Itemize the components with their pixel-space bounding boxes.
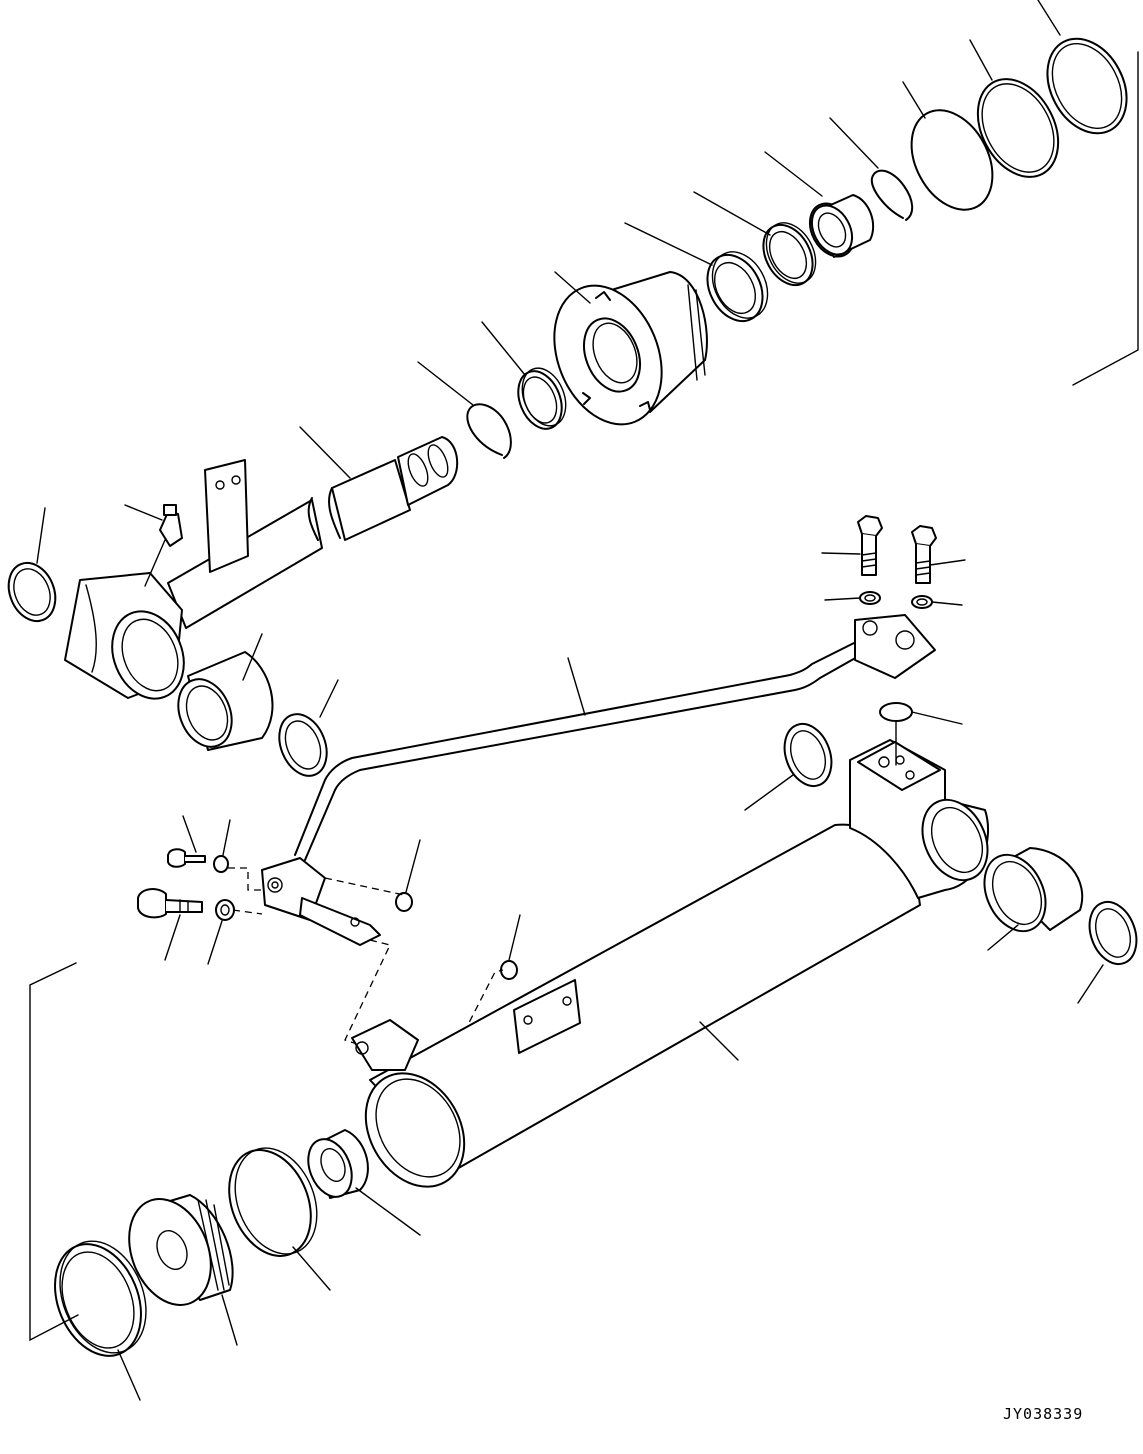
- rod-packing: [696, 242, 778, 330]
- leader-rod-eye: [145, 540, 165, 586]
- leader-o-ring-bracket: [406, 840, 420, 892]
- seal-ring: [895, 96, 1008, 223]
- port-block: [352, 1020, 418, 1070]
- pipe-flange-upper: [855, 615, 935, 678]
- group-brackets: [30, 52, 1138, 1340]
- snap-ring-rod: [467, 404, 511, 458]
- leader-washer-1: [825, 598, 860, 600]
- o-ring-small: [214, 856, 228, 872]
- leader-cylinder-tube: [700, 1022, 738, 1060]
- washer-lower: [216, 900, 234, 920]
- drawing-number: JY038339: [1003, 1405, 1084, 1423]
- dust-seal-rod-eye: [0, 556, 63, 628]
- pipe-bolt-small: [168, 849, 205, 866]
- leader-piston-wear-ring: [118, 1350, 140, 1400]
- leader-backup-ring: [970, 40, 992, 80]
- leader-dust-seal-tube: [745, 775, 793, 810]
- pipe-bolt-large: [138, 889, 202, 917]
- cylinder-head: [535, 270, 707, 441]
- dust-seal-tube: [776, 717, 839, 792]
- leader-lines: [37, 0, 1103, 1400]
- piston-assembly: [39, 1130, 368, 1369]
- leader-piston-ring: [293, 1247, 330, 1290]
- clamp-bracket: [300, 898, 380, 945]
- leader-wear-ring-large: [1038, 0, 1060, 35]
- buffer-ring: [510, 362, 574, 436]
- leader-pipe-bolt-small: [183, 816, 196, 852]
- flange-bolt-1: [858, 516, 882, 575]
- backup-ring: [962, 65, 1074, 191]
- leader-bushing-rod-eye: [243, 634, 262, 680]
- leader-seal-rod-eye: [320, 680, 338, 717]
- cylinder-tube: [346, 825, 922, 1205]
- leader-piston: [222, 1295, 237, 1345]
- piston-rod: [65, 437, 457, 709]
- leader-snap-ring-rod: [418, 362, 473, 405]
- leader-rod-packing: [625, 223, 712, 265]
- leader-washer-lower: [208, 921, 222, 964]
- cylinder-tube-assembly: [346, 717, 1143, 1204]
- bracket-rod-group: [1073, 52, 1138, 385]
- name-plate: [514, 980, 580, 1053]
- leader-o-ring-port: [509, 915, 520, 960]
- leader-dust-seal-rod-eye: [37, 508, 45, 563]
- pipe-assembly: [138, 516, 936, 1055]
- leader-piston-nut: [356, 1188, 420, 1235]
- leader-o-ring-small: [223, 820, 230, 855]
- washer-1: [860, 592, 880, 604]
- leader-snap-ring-upper: [830, 118, 878, 168]
- leader-piston-rod: [300, 427, 350, 478]
- tube: [295, 640, 860, 855]
- flange-bolt-2: [912, 526, 936, 583]
- bushing-rod-eye: [169, 652, 273, 755]
- leader-buffer-ring: [482, 322, 525, 375]
- leader-bushing-bottom: [988, 925, 1018, 950]
- wear-ring-large: [1032, 25, 1143, 147]
- leader-grease-fitting: [125, 505, 162, 520]
- rod-assembly: [0, 25, 1142, 783]
- piston: [114, 1187, 232, 1317]
- leader-dust-seal: [694, 192, 770, 235]
- leader-pipe-bolt-large: [165, 915, 180, 960]
- dust-seal-bottom: [1081, 895, 1143, 970]
- leader-flange-o-ring: [912, 712, 962, 724]
- leader-washer-2: [932, 602, 962, 605]
- washer-2: [912, 596, 932, 608]
- leader-seal-ring: [903, 82, 925, 118]
- bushing-upper: [801, 195, 873, 264]
- o-ring-port: [501, 961, 517, 979]
- leader-cylinder-head: [555, 272, 590, 303]
- dust-seal: [754, 214, 826, 293]
- leader-bushing-upper: [765, 152, 822, 196]
- bushing-bottom: [973, 845, 1083, 941]
- cylinder-bottom-eye: [850, 740, 1000, 898]
- piston-nut: [300, 1130, 368, 1203]
- leader-flange-bolt-2: [930, 560, 965, 565]
- leader-tube: [568, 658, 585, 715]
- snap-ring-upper: [872, 171, 912, 220]
- leader-dust-seal-bottom: [1078, 965, 1103, 1003]
- seal-rod-eye: [271, 707, 336, 783]
- bracket-piston-group: [30, 963, 78, 1340]
- o-ring-bracket: [396, 893, 412, 911]
- flange-o-ring: [880, 703, 912, 721]
- leader-flange-bolt-1: [822, 553, 860, 554]
